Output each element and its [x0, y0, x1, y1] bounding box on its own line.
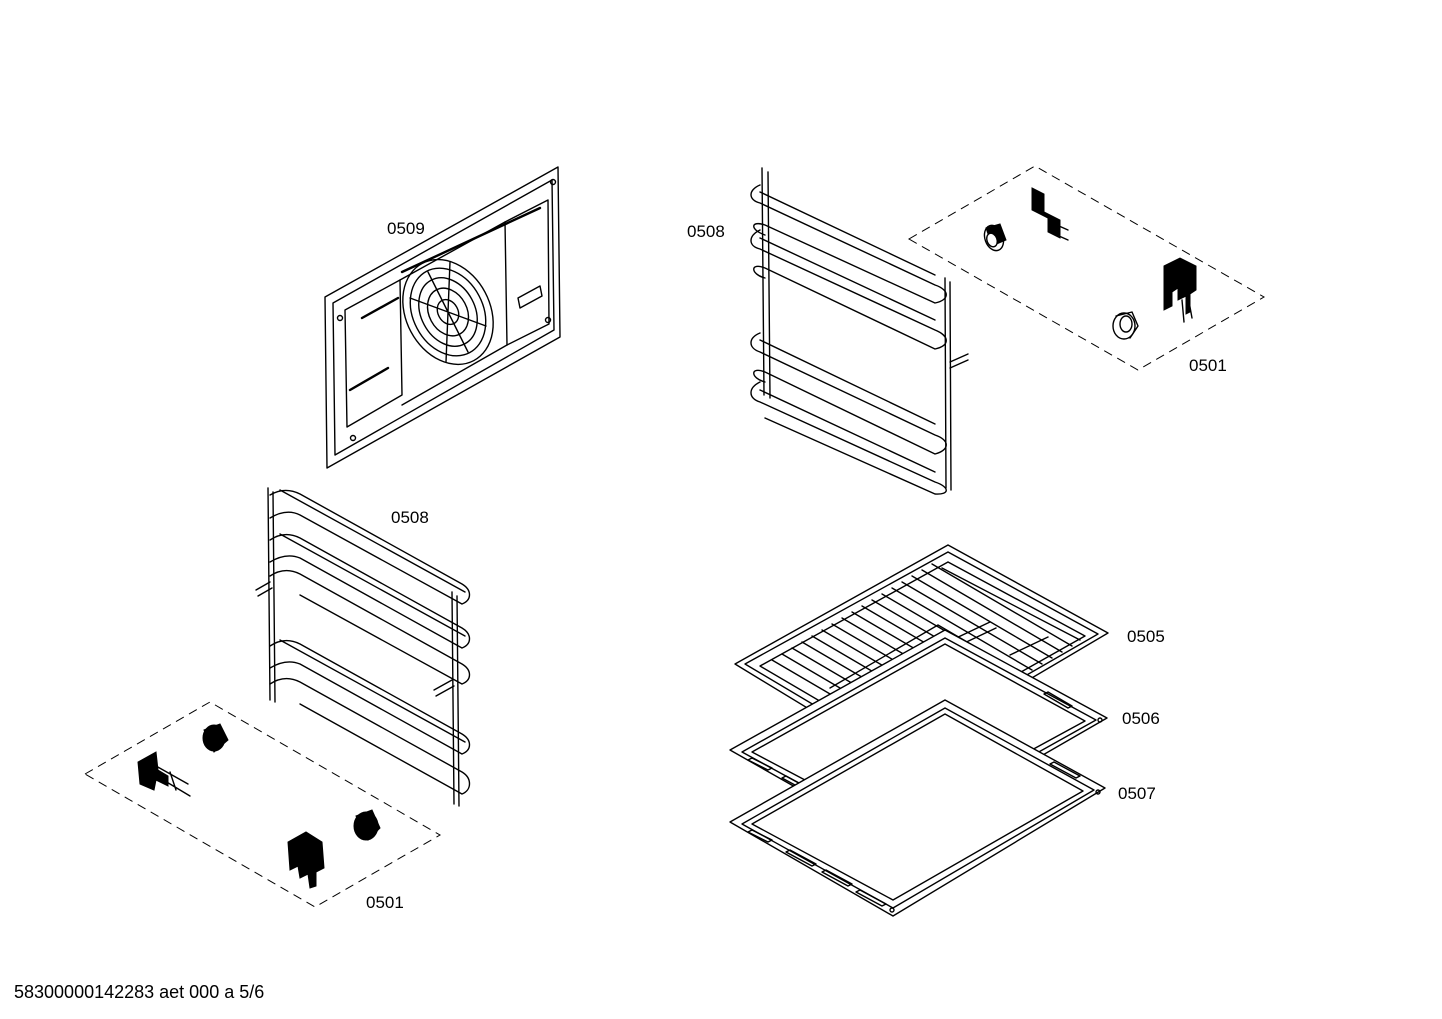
part-label-universal-pan: 0507 — [1118, 784, 1156, 803]
clip-bracket-b — [1163, 257, 1197, 323]
part-label-clip-kit-right: 0501 — [1189, 356, 1227, 375]
document-footer-code: 58300000142283 aet 000 a 5/6 — [14, 982, 265, 1002]
clip-button-a — [983, 223, 1007, 252]
part-label-clip-kit-left: 0501 — [366, 893, 404, 912]
pan-slots — [747, 761, 1081, 907]
clip-bracket-a — [1031, 187, 1069, 241]
clip-nut-d — [353, 809, 381, 841]
universal-pan — [729, 699, 1106, 917]
clip-kit-right — [907, 165, 1266, 371]
clip-nut-b — [1112, 311, 1139, 340]
clip-kit-left — [83, 701, 442, 908]
shelf-support-left — [255, 487, 471, 807]
back-panel — [324, 166, 561, 469]
part-label-shelf-support-right: 0508 — [687, 222, 725, 241]
clip-bracket-d — [287, 831, 325, 889]
part-label-baking-tray: 0506 — [1122, 709, 1160, 728]
clip-nut-c — [202, 723, 229, 753]
part-label-shelf-support-left: 0508 — [391, 508, 429, 527]
shelf-support-right — [750, 167, 969, 495]
part-label-wire-rack: 0505 — [1127, 627, 1165, 646]
part-label-back-panel: 0509 — [387, 219, 425, 238]
clip-bracket-c — [137, 751, 191, 797]
